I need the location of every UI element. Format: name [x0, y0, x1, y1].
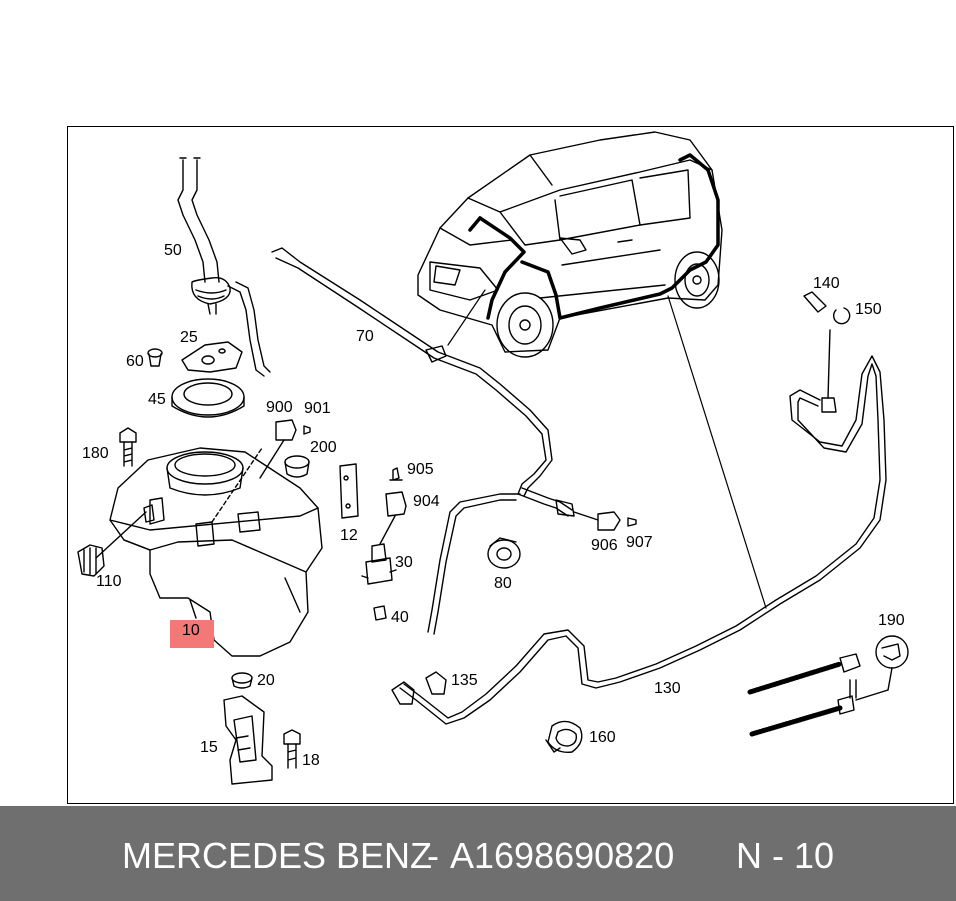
- part-906-connector: [573, 511, 637, 531]
- part-135-connector: [391, 671, 447, 705]
- callout-901: 901: [304, 400, 331, 417]
- callout-60: 60: [126, 353, 144, 370]
- part-130-hose: [399, 329, 887, 725]
- part-140-fitting: [803, 291, 851, 325]
- callout-70: 70: [356, 328, 374, 345]
- callout-25: 25: [180, 329, 198, 346]
- part-10-washer-tank: [109, 447, 323, 657]
- part-180-bolt: [119, 427, 137, 467]
- part-900-connector: [259, 419, 311, 479]
- footer-separator: -: [427, 835, 439, 876]
- callout-30: 30: [395, 554, 413, 571]
- callout-180: 180: [82, 445, 109, 462]
- callout-12: 12: [340, 527, 358, 544]
- callout-45: 45: [148, 391, 166, 408]
- callout-160: 160: [589, 729, 616, 746]
- callout-900: 900: [266, 399, 293, 416]
- highlight-marker: [170, 620, 214, 648]
- footer-bar: [0, 806, 956, 901]
- part-160-clamp: [545, 720, 583, 753]
- callout-150: 150: [855, 301, 882, 318]
- part-70-nozzle-hose: [271, 247, 575, 517]
- callout-140: 140: [813, 275, 840, 292]
- footer-part-number: A1698690820: [450, 835, 675, 876]
- callout-80: 80: [494, 575, 512, 592]
- part-20-grommet: [231, 672, 253, 689]
- part-50-filler-pipe: [177, 157, 271, 377]
- part-60-clip: [147, 348, 163, 367]
- callout-20: 20: [257, 672, 275, 689]
- hose-lower-left: [427, 493, 521, 635]
- part-110-cap: [77, 511, 147, 577]
- callout-50: 50: [164, 242, 182, 259]
- callout-110: 110: [96, 573, 122, 590]
- callout-135: 135: [451, 672, 478, 689]
- part-80-grommet: [487, 537, 521, 569]
- callout-906: 906: [591, 537, 618, 554]
- car-illustration: [417, 131, 723, 358]
- footer-position: N - 10: [736, 835, 835, 876]
- callout-15: 15: [200, 739, 218, 756]
- callout-18: 18: [302, 752, 320, 769]
- part-200-grommet: [284, 455, 310, 478]
- callout-200: 200: [310, 439, 337, 456]
- part-190-heated-hose: [747, 635, 909, 737]
- part-18-bolt: [283, 729, 301, 769]
- callout-10-highlighted: 10: [182, 622, 200, 639]
- footer-brand: MERCEDES BENZ: [122, 835, 433, 876]
- callout-904: 904: [413, 493, 440, 510]
- callout-190: 190: [878, 612, 905, 629]
- part-15-bracket: [223, 695, 273, 785]
- part-25-plate: [181, 341, 243, 373]
- callout-40: 40: [391, 609, 409, 626]
- part-45-seal-ring: [171, 378, 245, 418]
- callout-907: 907: [626, 534, 653, 551]
- callout-905: 905: [407, 461, 434, 478]
- callout-130: 130: [654, 680, 681, 697]
- part-12-gasket: [339, 463, 359, 519]
- part-30-pump: [361, 467, 407, 621]
